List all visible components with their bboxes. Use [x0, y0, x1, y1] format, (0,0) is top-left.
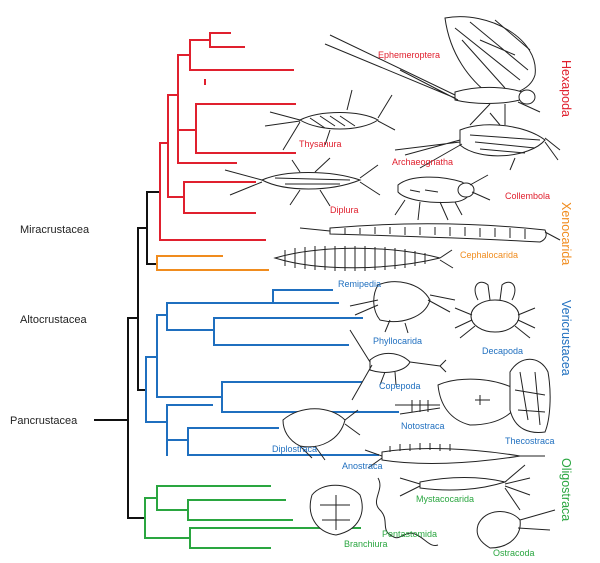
- taxon-label-archaeognatha: Archaeognatha: [392, 157, 453, 167]
- taxon-label-decapoda: Decapoda: [482, 346, 523, 356]
- crab-icon: [454, 281, 536, 339]
- remipede-icon: [273, 246, 454, 271]
- mayfly-icon: [324, 16, 541, 126]
- tongue-worm-icon: [375, 477, 439, 547]
- fairy-shrimp-icon: [364, 443, 545, 469]
- taxon-label-thysanura: Thysanura: [299, 139, 342, 149]
- taxon-label-cephalocarida: Cephalocarida: [460, 250, 518, 260]
- vericrustacea-branches: [145, 289, 399, 456]
- clade-labels: Hexapoda Xenocarida Vericrustacea Oligos…: [559, 60, 573, 521]
- taxon-label-diplura: Diplura: [330, 205, 359, 215]
- taxon-label-diplostraca: Diplostraca: [272, 444, 317, 454]
- xenocarida-label: Xenocarida: [559, 202, 573, 265]
- taxon-label-pentastomida: Pentastomida: [382, 529, 437, 539]
- miracrustacea-label: Miracrustacea: [20, 224, 90, 236]
- taxon-label-branchiura: Branchiura: [344, 539, 388, 549]
- taxon-label-anostraca: Anostraca: [342, 461, 383, 471]
- barnacle-icon: [509, 358, 551, 433]
- ostracod-icon: [476, 509, 556, 549]
- oligostraca-label: Oligostraca: [559, 458, 573, 521]
- copepod-icon: [349, 329, 447, 401]
- taxon-labels: Ephemeroptera Thysanura Archaeognatha Di…: [272, 50, 555, 558]
- phyllocarid-icon: [349, 281, 456, 334]
- mystacocarid-icon: [399, 464, 531, 511]
- oligostraca-branches: [144, 485, 361, 549]
- taxon-label-ostracoda: Ostracoda: [493, 548, 535, 558]
- water-flea-icon: [282, 408, 361, 461]
- animal-illustrations: [224, 16, 561, 549]
- altocrustacea-label: Altocrustacea: [20, 314, 88, 326]
- vericrustacea-label: Vericrustacea: [559, 300, 573, 376]
- taxon-label-mystacocarida: Mystacocarida: [416, 494, 474, 504]
- xenocarida-branches: [156, 255, 269, 271]
- tree-backbone: [94, 191, 161, 519]
- phylogenetic-tree: [94, 32, 399, 549]
- taxon-label-thecostraca: Thecostraca: [505, 436, 555, 446]
- dipluran-icon: [224, 157, 381, 207]
- springtail-icon: [394, 174, 491, 221]
- taxon-label-phyllocarida: Phyllocarida: [373, 336, 422, 346]
- hexapoda-branches: [159, 32, 296, 241]
- silverfish-icon: [264, 89, 396, 151]
- taxon-label-ephemeroptera: Ephemeroptera: [378, 50, 440, 60]
- fish-louse-icon: [309, 484, 363, 536]
- taxon-label-notostraca: Notostraca: [401, 421, 445, 431]
- taxon-label-remipedia: Remipedia: [338, 279, 381, 289]
- taxon-label-copepoda: Copepoda: [379, 381, 421, 391]
- taxon-label-collembola: Collembola: [505, 191, 550, 201]
- bristletail-icon: [394, 112, 561, 171]
- cephalocarid-icon: [299, 223, 561, 243]
- tadpole-shrimp-icon: [395, 378, 521, 426]
- pancrustacea-label: Pancrustacea: [10, 415, 78, 427]
- group-labels: Miracrustacea Altocrustacea Pancrustacea: [10, 224, 90, 427]
- hexapoda-label: Hexapoda: [559, 60, 573, 117]
